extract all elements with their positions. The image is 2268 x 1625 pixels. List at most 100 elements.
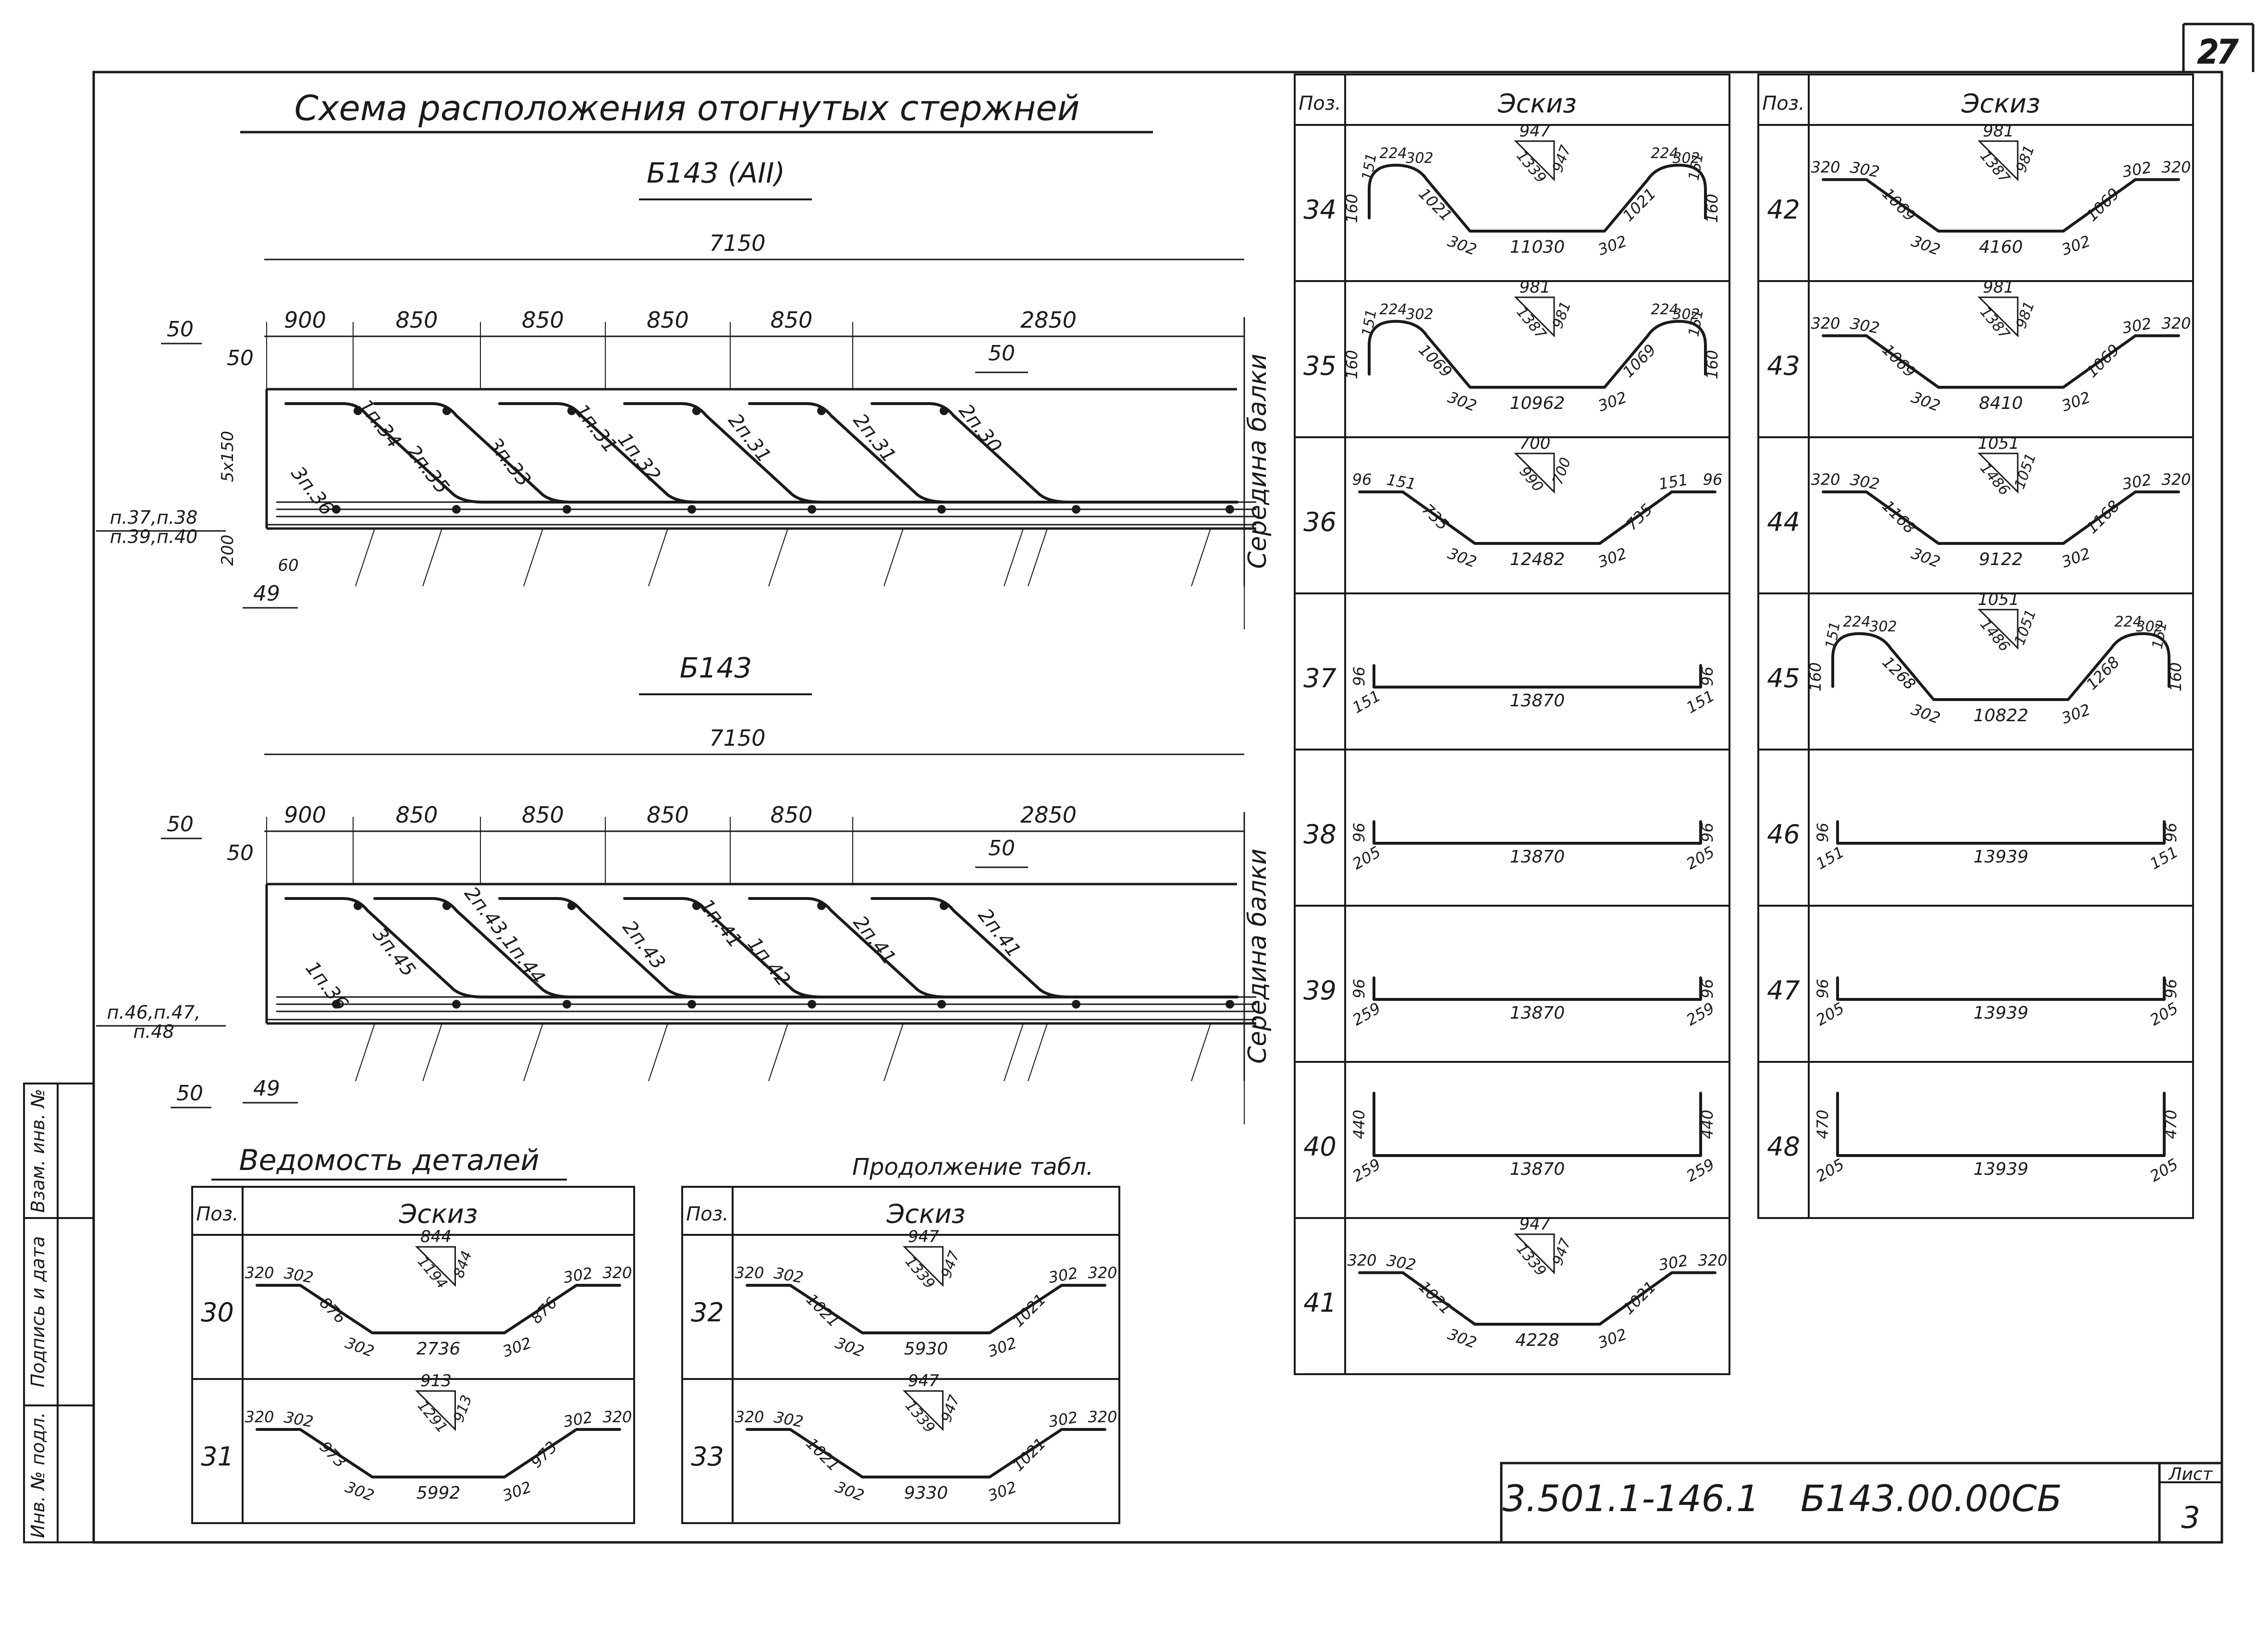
span-dimension: 850 [522, 307, 564, 333]
bend-vertical: 1051 [2011, 607, 2040, 648]
end-length: 320 [1088, 1264, 1117, 1282]
bar-section-dot [567, 406, 576, 415]
hook-height: 96 [1814, 979, 1832, 998]
hook-offset: 259 [1683, 1155, 1718, 1185]
position-number: 35 [1303, 351, 1336, 381]
end-length: 320 [1811, 470, 1840, 489]
bar-section-dot [808, 505, 816, 514]
bend-302: 151 [1385, 470, 1418, 493]
hook-part: 302 [1406, 150, 1433, 167]
scheme-title: Схема расположения отогнутых стержней [294, 88, 1080, 128]
end-length: 320 [2161, 158, 2191, 176]
bend-302: 302 [1446, 388, 1479, 415]
bend-hypotenuse: 1339 [1513, 1241, 1549, 1280]
diagonal-length: 1069 [2083, 185, 2123, 225]
document-code: 3.501.1-146.1 [1502, 1477, 1759, 1520]
sheet-frame: 27 [92, 23, 2255, 1544]
hook-part: 302 [1672, 150, 1700, 167]
bar-length: 13870 [1510, 1159, 1565, 1179]
bar-sketch [1373, 1092, 1702, 1157]
bend-vertical: 947 [938, 1249, 963, 1280]
bar-sketch [1822, 334, 2180, 389]
bend-hypotenuse: 1387 [1513, 304, 1549, 343]
hook-height: 470 [1814, 1109, 1832, 1139]
bend-302: 302 [1385, 1251, 1418, 1274]
hook-offset: 205 [1349, 843, 1384, 873]
bend-vertical: 947 [938, 1393, 963, 1425]
bar-bottom-length: 9330 [904, 1483, 948, 1503]
position-number: 45 [1767, 663, 1800, 693]
bend-triangle [1977, 296, 2019, 338]
span-dimension: 900 [284, 802, 326, 828]
bar-length: 13870 [1510, 691, 1565, 711]
bent-bar [748, 897, 1238, 998]
bent-bar [870, 897, 1238, 998]
bend-302: 302 [2059, 700, 2093, 727]
bar-sketch [1373, 820, 1702, 845]
bend-horizontal: 981 [1520, 278, 1551, 297]
hook-offset: 205 [1683, 843, 1718, 873]
bar-length: 13870 [1510, 847, 1565, 867]
hook-height: 96 [1350, 823, 1368, 842]
hook-offset: 151 [1813, 843, 1848, 873]
bar-bottom-length: 10822 [1974, 706, 2029, 726]
dim-200: 200 [218, 535, 237, 566]
bar-sketch [1831, 632, 2170, 701]
bar-section-dot [567, 901, 576, 910]
bar-bottom-length: 9122 [1979, 550, 2023, 569]
bend-302: 302 [1849, 158, 1881, 181]
dim-49: 49 [253, 1076, 280, 1101]
bar-section-dot [1072, 1000, 1080, 1009]
bar-section-dot [687, 505, 696, 514]
bar-bottom-length: 12482 [1510, 550, 1565, 569]
span-dimension: 2850 [1020, 307, 1077, 333]
bend-302: 302 [1849, 470, 1881, 493]
position-number: 37 [1303, 663, 1336, 693]
bend-302: 302 [1446, 1325, 1479, 1352]
leader-line [1004, 1023, 1024, 1082]
bottom-stamp [1500, 1462, 2223, 1544]
leader-line [355, 1023, 375, 1082]
diagonal-length: 1069 [2083, 341, 2123, 381]
bend-horizontal: 947 [908, 1371, 939, 1391]
hook-radius: 224 [1379, 301, 1407, 318]
bend-triangle [1514, 1233, 1555, 1275]
bar-position-label: 2п.43 [618, 916, 670, 973]
position-number: 42 [1767, 195, 1800, 225]
diagonal-length: 1168 [2083, 497, 2123, 537]
schedule-title: Ведомость деталей [239, 1144, 539, 1177]
end-length: 320 [245, 1264, 274, 1282]
bend-302: 302 [985, 1333, 1019, 1361]
diagonal-length: 1021 [1415, 1278, 1456, 1318]
bar-section-dot [332, 505, 341, 514]
end-length: 320 [245, 1408, 274, 1426]
bent-bar [498, 897, 1238, 998]
bar-sketch [1822, 490, 2180, 545]
hook-offset: 259 [1349, 1155, 1384, 1185]
leader-line [648, 1023, 668, 1082]
bent-bar [870, 402, 1238, 504]
position-number: 48 [1767, 1132, 1800, 1162]
col-header-pos: Поз. [1762, 93, 1805, 115]
bar-sketch [1836, 820, 2166, 845]
bar-section-dot [687, 1000, 696, 1009]
span-dimension: 850 [522, 802, 564, 828]
hook-offset: 259 [1349, 999, 1384, 1029]
bar-section-dot [808, 1000, 816, 1009]
bar-bottom-length: 11030 [1510, 237, 1565, 257]
bar-section-dot [442, 406, 451, 415]
hook-height: 440 [1350, 1109, 1368, 1139]
bend-triangle [1977, 453, 2019, 494]
bar-sketch [1373, 664, 1702, 689]
bend-horizontal: 1051 [1978, 590, 2020, 609]
bend-triangle [1514, 453, 1555, 494]
col-header-pos: Поз. [196, 1203, 239, 1225]
col-header-sketch: Эскиз [1961, 88, 2040, 119]
bend-hypotenuse: 1387 [1976, 304, 2013, 343]
stamp-label-inv: Инв. № подл. [27, 1412, 49, 1538]
bar-section-dot [452, 1000, 461, 1009]
position-number: 30 [201, 1297, 234, 1328]
bar-section-dot [817, 406, 826, 415]
position-number: 33 [691, 1441, 724, 1472]
leader-line [523, 528, 543, 587]
